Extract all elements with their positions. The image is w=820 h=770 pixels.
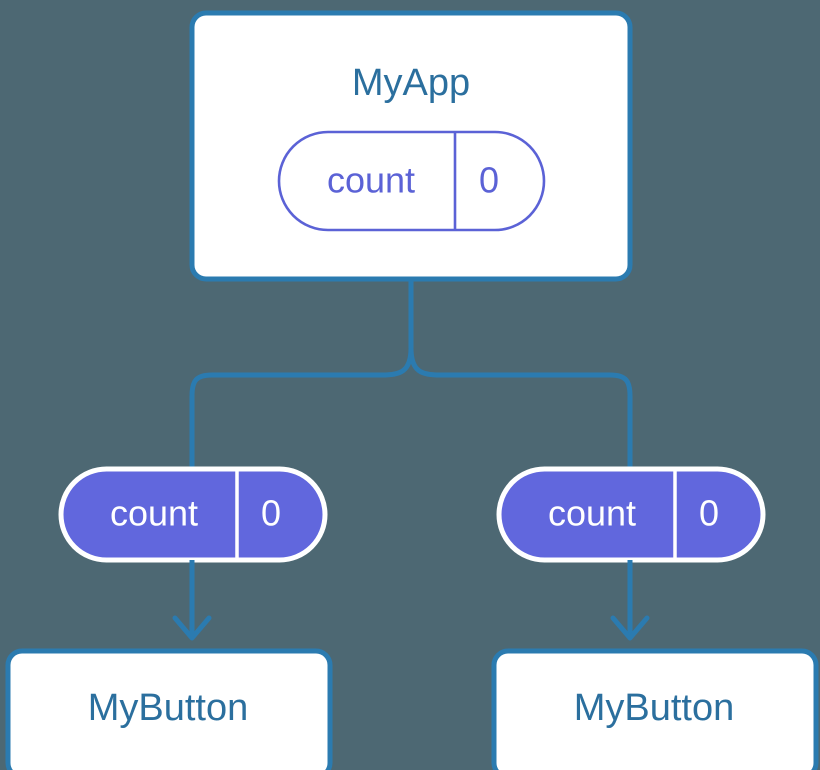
right-pill-value: 0 (699, 493, 719, 534)
root-state-pill[interactable]: count 0 (277, 130, 546, 232)
node-mybutton-left[interactable]: MyButton (5, 648, 333, 770)
mybutton-right-box (491, 648, 819, 770)
right-flow-arrow (610, 560, 650, 641)
root-pill-shape (277, 130, 546, 232)
branch-left: count 0 MyButton (5, 466, 333, 770)
node-mybutton-right[interactable]: MyButton (491, 648, 819, 770)
branch-connector-left (189, 347, 414, 470)
left-pill-key: count (110, 493, 198, 534)
right-arrow-head (610, 615, 650, 641)
right-state-pill[interactable]: count 0 (496, 466, 766, 563)
mybutton-right-label: MyButton (574, 687, 735, 729)
left-pill-value: 0 (261, 493, 281, 534)
root-pill-value: 0 (479, 160, 499, 201)
left-arrow-head (172, 615, 212, 641)
node-myapp[interactable]: MyApp count 0 (189, 10, 633, 282)
left-state-pill[interactable]: count 0 (58, 466, 328, 563)
left-flow-arrow (172, 560, 212, 641)
mybutton-left-box (5, 648, 333, 770)
root-pill-key: count (327, 160, 415, 201)
mybutton-left-label: MyButton (88, 687, 249, 729)
myapp-label: MyApp (352, 62, 470, 104)
right-pill-key: count (548, 493, 636, 534)
branch-right: count 0 MyButton (491, 466, 819, 770)
connector-group (189, 278, 633, 470)
branch-connector-right (408, 347, 633, 470)
